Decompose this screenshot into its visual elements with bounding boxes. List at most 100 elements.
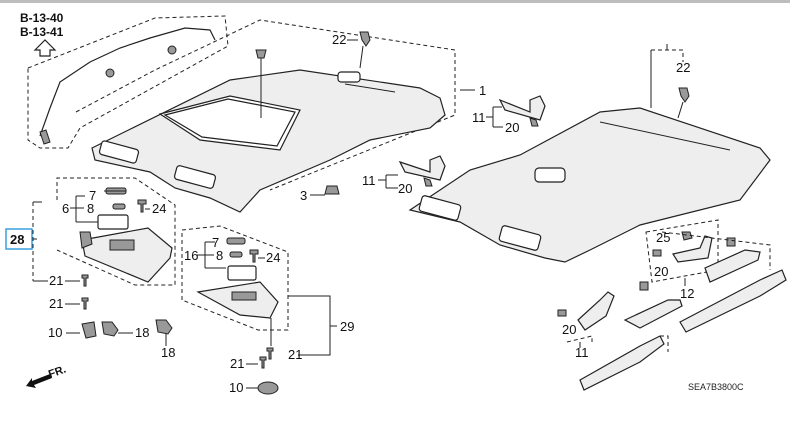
- callout-3[interactable]: 3: [300, 188, 307, 203]
- callout-18[interactable]: 18: [135, 325, 149, 340]
- callout-24[interactable]: 24: [266, 250, 280, 265]
- screw-icon: [557, 309, 567, 317]
- callout-20[interactable]: 20: [562, 322, 576, 337]
- top-border: [0, 0, 790, 3]
- callout-6[interactable]: 6: [62, 201, 69, 216]
- reference-labels: B-13-40 B-13-41: [20, 11, 64, 57]
- screw-icon: [249, 249, 259, 263]
- grab-handle-11-middle[interactable]: 11 20: [362, 155, 446, 196]
- grab-handle: [498, 95, 546, 121]
- visor-mount-right: [173, 165, 217, 189]
- front-label: FR.: [47, 363, 68, 380]
- clip-icon: [167, 45, 177, 55]
- clip-22[interactable]: 22: [332, 31, 371, 69]
- screw-icon: [652, 249, 662, 257]
- callout-10[interactable]: 10: [48, 325, 62, 340]
- grab-handle: [672, 235, 713, 263]
- diagram-code: SEA7B3800C: [688, 382, 744, 392]
- callout-11[interactable]: 11: [575, 345, 589, 360]
- bracket: [704, 249, 761, 283]
- screw-icon: [81, 297, 89, 310]
- bulb: [229, 251, 243, 258]
- grab-handle: [577, 291, 615, 331]
- mirror-cover: [227, 265, 257, 281]
- visor-mount-left: [418, 195, 462, 221]
- clip-icon: [678, 87, 690, 103]
- dome-light-opening: [337, 71, 361, 83]
- curtain-airbag-group: [27, 15, 229, 149]
- screw-icon: [423, 177, 433, 187]
- roof-rails: [579, 231, 787, 391]
- highlight-box: [5, 228, 33, 250]
- headliner-dashed-outline: [75, 19, 456, 191]
- mirror-cover: [97, 214, 129, 230]
- clip-icon: [681, 231, 693, 241]
- headliner-panel[interactable]: [408, 107, 771, 263]
- screw-icon: [726, 237, 736, 247]
- callout-29[interactable]: 29: [340, 319, 354, 334]
- callout-7[interactable]: 7: [89, 188, 96, 203]
- reference-b-13-41[interactable]: B-13-41: [20, 25, 64, 39]
- holder-icon[interactable]: [155, 319, 173, 335]
- callout-12[interactable]: 12: [680, 286, 694, 301]
- sun-visor[interactable]: [81, 227, 173, 283]
- callout-25[interactable]: 25: [656, 230, 670, 245]
- screw-icon: [639, 281, 649, 291]
- bulb: [112, 203, 126, 210]
- vanity-mirror: [109, 239, 135, 251]
- callout-21[interactable]: 21: [49, 296, 63, 311]
- callout-16[interactable]: 16: [184, 248, 198, 263]
- callout-8[interactable]: 8: [87, 201, 94, 216]
- visor-mount-right: [498, 225, 542, 251]
- callout-7[interactable]: 7: [212, 235, 219, 250]
- front-arrow-icon: [26, 374, 52, 388]
- curtain-airbag[interactable]: [39, 27, 216, 137]
- bracket: [623, 299, 683, 329]
- side-trim-rail: [679, 269, 787, 333]
- cap-icon[interactable]: [81, 321, 97, 339]
- callout-18[interactable]: 18: [161, 345, 175, 360]
- grab-handle-12-group[interactable]: 25 20 12: [645, 219, 719, 301]
- sun-visor-left-group[interactable]: 28 6 7 8 24 21: [5, 177, 176, 288]
- front-direction-indicator: FR.: [26, 363, 68, 388]
- screw-icon: [81, 274, 89, 287]
- screw-icon: [529, 117, 539, 127]
- clip-icon: [105, 68, 115, 78]
- clip-22-right[interactable]: 22: [650, 44, 690, 119]
- headliner-sunroof[interactable]: [75, 19, 456, 213]
- holder-icon[interactable]: [101, 321, 119, 337]
- vanity-mirror: [231, 291, 257, 301]
- sun-visor-right-group[interactable]: 16 7 8 24 29 21 21 10: [181, 225, 354, 395]
- callout-21[interactable]: 21: [49, 273, 63, 288]
- clip-3-icon: [324, 185, 340, 195]
- side-trim-rail: [579, 335, 665, 391]
- lamp-lens: [226, 237, 246, 245]
- callout-22[interactable]: 22: [332, 32, 346, 47]
- callout-11[interactable]: 11: [362, 173, 376, 188]
- callout-22[interactable]: 22: [676, 60, 690, 75]
- callout-10[interactable]: 10: [229, 380, 243, 395]
- callout-11[interactable]: 11: [472, 110, 486, 125]
- grab-handle-11-lower[interactable]: 20 11: [557, 291, 615, 360]
- reference-b-13-40[interactable]: B-13-40: [20, 11, 64, 25]
- callout-20[interactable]: 20: [398, 181, 412, 196]
- headliner-standard[interactable]: [408, 107, 771, 263]
- callout-21[interactable]: 21: [288, 347, 302, 362]
- cap-icon[interactable]: [257, 381, 279, 395]
- callout-24[interactable]: 24: [152, 201, 166, 216]
- callout-28[interactable]: 28: [10, 232, 24, 247]
- screw-icon: [259, 356, 267, 369]
- callout-20[interactable]: 20: [654, 264, 668, 279]
- callout-8[interactable]: 8: [216, 248, 223, 263]
- grab-handle-11-upper[interactable]: 11 20: [472, 95, 546, 135]
- up-arrow-icon: [33, 39, 57, 57]
- small-parts-left: 21 10 18 18: [48, 296, 175, 360]
- callout-20[interactable]: 20: [505, 120, 519, 135]
- grab-handle: [398, 155, 446, 181]
- callout-1[interactable]: 1: [479, 83, 486, 98]
- callout-21[interactable]: 21: [230, 356, 244, 371]
- clip-icon: [255, 49, 267, 59]
- clip-icon: [359, 31, 371, 47]
- screw-icon: [137, 199, 147, 213]
